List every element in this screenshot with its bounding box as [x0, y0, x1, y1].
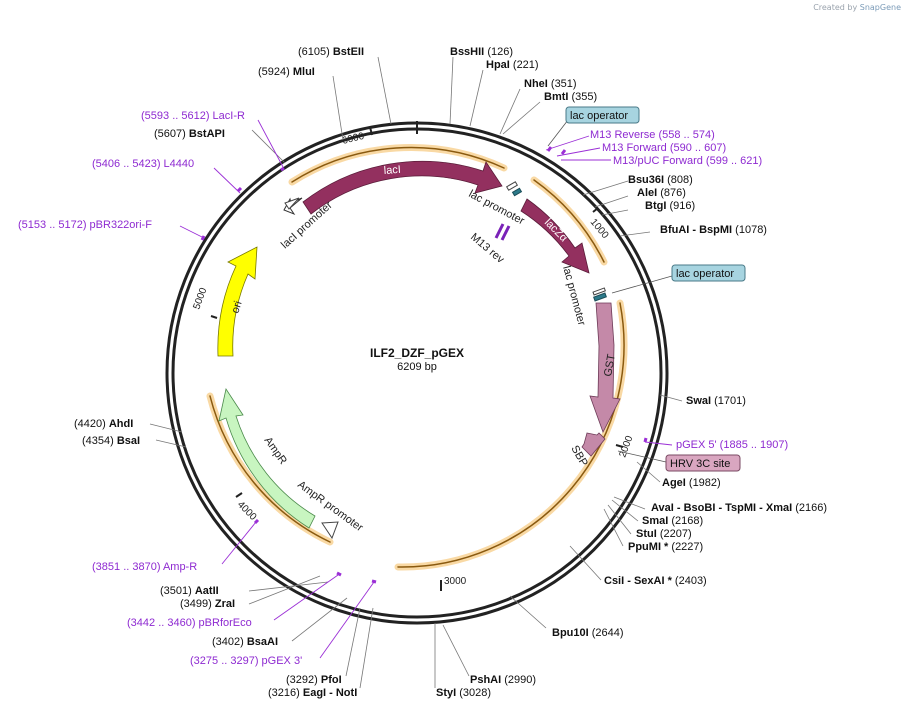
- enzyme-csii: CsiI - SexAI * (2403): [604, 575, 707, 587]
- ori-arrow: [217, 246, 258, 357]
- primer-pbrforeco: (3442 .. 3460) pBRforEco: [127, 617, 252, 629]
- enzyme-eagi: (3216) EagI - NotI: [268, 687, 357, 699]
- primer-pgex-3: (3275 .. 3297) pGEX 3': [190, 655, 302, 667]
- hrv-3c-site-label: HRV 3C site: [670, 458, 730, 470]
- enzyme-bsai: (4354) BsaI: [82, 435, 140, 447]
- lac-operator-2-box: [671, 264, 746, 282]
- plasmid-backbone: [165, 121, 669, 625]
- enzyme-alei: AleI (876): [637, 187, 686, 199]
- orf-bands: [206, 144, 628, 571]
- plasmid-length: 6209 bp: [397, 361, 437, 373]
- enzyme-agei: AgeI (1982): [662, 477, 721, 489]
- enzyme-leaders: [149, 56, 683, 689]
- credit-prefix: Created by: [813, 3, 858, 12]
- primer-laci-r: (5593 .. 5612) LacI-R: [141, 110, 245, 122]
- lac-operator-1-box: [565, 106, 640, 124]
- primer-l4440: (5406 .. 5423) L4440: [92, 158, 194, 170]
- enzyme-hpai: HpaI (221): [486, 59, 539, 71]
- enzyme-aatii: (3501) AatII: [160, 585, 219, 597]
- enzyme-ppumi: PpuMI * (2227): [628, 541, 703, 553]
- snapgene-credit: Created by SnapGene: [813, 3, 901, 12]
- enzyme-bfuai: BfuAI - BspMI (1078): [660, 224, 767, 236]
- enzyme-btgi: BtgI (916): [645, 200, 695, 212]
- enzyme-bsshii: BssHII (126): [450, 46, 513, 58]
- lac-operator-2-label: lac operator: [676, 268, 734, 280]
- enzyme-pfoi: (3292) PfoI: [286, 674, 342, 686]
- m13-rev-label: M13 rev: [468, 231, 507, 266]
- enzyme-zrai: (3499) ZraI: [180, 598, 235, 610]
- gst-label: GST: [602, 353, 618, 378]
- features: lacI lacZα GST SBP ori AmpR lacI promote…: [217, 160, 621, 540]
- enzyme-bsaai: (3402) BsaAI: [212, 636, 278, 648]
- lac-operator-1-label: lac operator: [570, 110, 628, 122]
- lac-promoter-1-marker: [505, 181, 523, 197]
- enzyme-pshai: PshAI (2990): [470, 674, 536, 686]
- enzyme-bmti: BmtI (355): [544, 91, 597, 103]
- boxed-labels: lac operator lac operator HRV 3C site: [547, 106, 746, 472]
- plasmid-name: ILF2_DZF_pGEX: [370, 346, 464, 360]
- primer-m13-forward: M13 Forward (590 .. 607): [602, 142, 726, 154]
- ampr-arrow: [218, 387, 316, 529]
- lac-promoter-2-label: lac promoter: [560, 265, 588, 327]
- lacza-arrow: [520, 198, 590, 274]
- enzyme-mlui: (5924) MluI: [258, 66, 315, 78]
- primer-pgex-5: pGEX 5' (1885 .. 1907): [676, 439, 788, 451]
- primer-labels: (5593 .. 5612) LacI-R (5406 .. 5423) L44…: [18, 110, 788, 667]
- laci-label: lacI: [383, 164, 401, 177]
- enzyme-swai: SwaI (1701): [686, 395, 746, 407]
- enzyme-ahdi: (4420) AhdI: [74, 418, 133, 430]
- lac-promoter-2-marker: [592, 287, 607, 302]
- enzyme-avai: AvaI - BsoBI - TspMI - XmaI (2166): [651, 502, 827, 514]
- tick-label-4000: 4000: [235, 499, 259, 523]
- primer-m13-reverse: M13 Reverse (558 .. 574): [590, 129, 715, 141]
- laci-arrow: [302, 160, 503, 215]
- gst-arrow: [589, 302, 621, 433]
- enzyme-labels: (6105) BstEII (5924) MluI BssHII (126) H…: [74, 46, 827, 699]
- primer-m13-puc-forward: M13/pUC Forward (599 .. 621): [613, 155, 762, 167]
- tick-label-2000: 2000: [617, 434, 635, 459]
- enzyme-styi: StyI (3028): [436, 687, 491, 699]
- m13-rev-primer-site: [494, 223, 511, 241]
- hrv-3c-site-box: [665, 454, 741, 472]
- ampr-promoter-arrow: [321, 521, 339, 540]
- enzyme-bsu36i: Bsu36I (808): [628, 174, 693, 186]
- enzyme-bstapi: (5607) BstAPI: [154, 128, 225, 140]
- sbp-arrow: [581, 432, 606, 457]
- enzyme-smai: SmaI (2168): [642, 515, 703, 527]
- ori-label: ori: [229, 300, 244, 315]
- ampr-label: AmpR: [262, 435, 289, 467]
- tick-label-3000: 3000: [444, 576, 467, 587]
- snapgene-logo: SnapGene: [859, 3, 901, 12]
- tick-label-6000: 6000: [341, 131, 366, 147]
- enzyme-stui: StuI (2207): [636, 528, 692, 540]
- primer-pbr322ori-f: (5153 .. 5172) pBR322ori-F: [18, 219, 152, 231]
- enzyme-bsteii: (6105) BstEII: [298, 46, 364, 58]
- primer-leaders: [179, 119, 673, 659]
- tick-label-5000: 5000: [191, 286, 209, 311]
- primer-amp-r: (3851 .. 3870) Amp-R: [92, 561, 197, 573]
- enzyme-nhei: NheI (351): [524, 78, 577, 90]
- enzyme-bpu10i: Bpu10I (2644): [552, 627, 624, 639]
